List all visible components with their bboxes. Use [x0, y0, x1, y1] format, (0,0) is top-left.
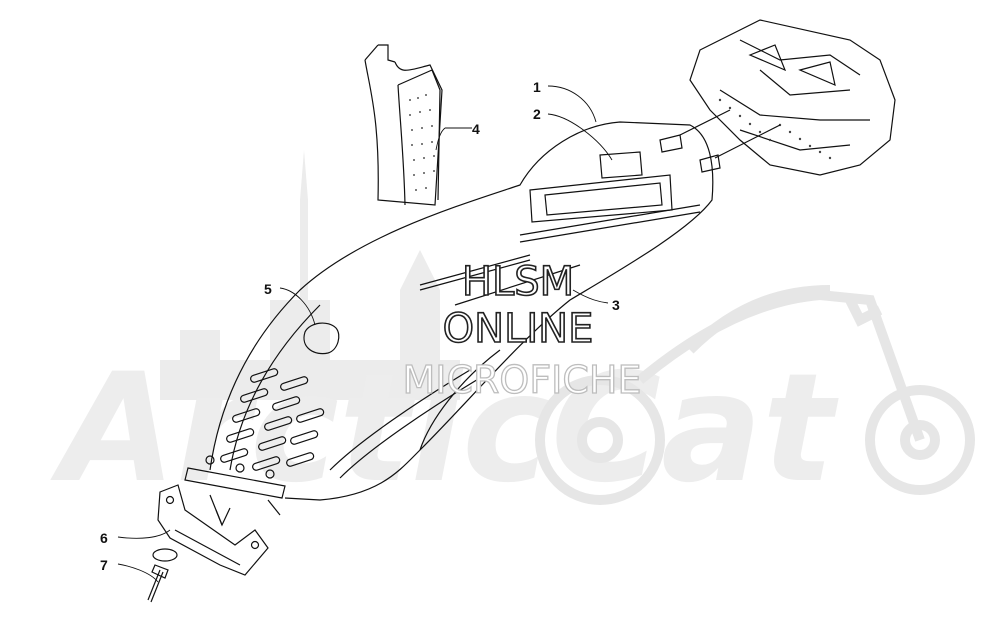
callout-6: 6 — [100, 530, 108, 546]
part-6-bracket — [157, 484, 269, 576]
callout-1: 1 — [533, 79, 541, 95]
drawing — [147, 19, 896, 603]
watermark-line3: MICROFICHE — [402, 358, 641, 402]
motorcycle-watermark-icon — [535, 285, 975, 505]
part-4-pad — [364, 44, 443, 206]
engine-block — [679, 19, 896, 176]
callout-5: 5 — [264, 281, 272, 297]
city-skyline-watermark-icon — [160, 150, 460, 400]
part-1-cover — [184, 121, 721, 516]
callout-2: 2 — [533, 106, 541, 122]
callout-3: 3 — [612, 297, 620, 313]
watermark-line1: HLSM — [462, 259, 574, 305]
callouts: 1 2 3 4 5 6 7 — [100, 79, 620, 573]
leader-lines — [117, 85, 613, 583]
background-brand-text: ArcticCat — [50, 342, 839, 516]
watermark-line2: ONLINE — [443, 306, 594, 352]
background-watermark: ArcticCat — [50, 150, 975, 516]
callout-7: 7 — [100, 557, 108, 573]
part-5-fastener — [303, 322, 340, 355]
hlsm-watermark: HLSM ONLINE MICROFICHE — [402, 258, 642, 402]
assembly-arrow — [209, 494, 231, 527]
part-7-screw — [147, 548, 178, 603]
callout-4: 4 — [472, 121, 480, 137]
vent-slots — [220, 368, 325, 471]
